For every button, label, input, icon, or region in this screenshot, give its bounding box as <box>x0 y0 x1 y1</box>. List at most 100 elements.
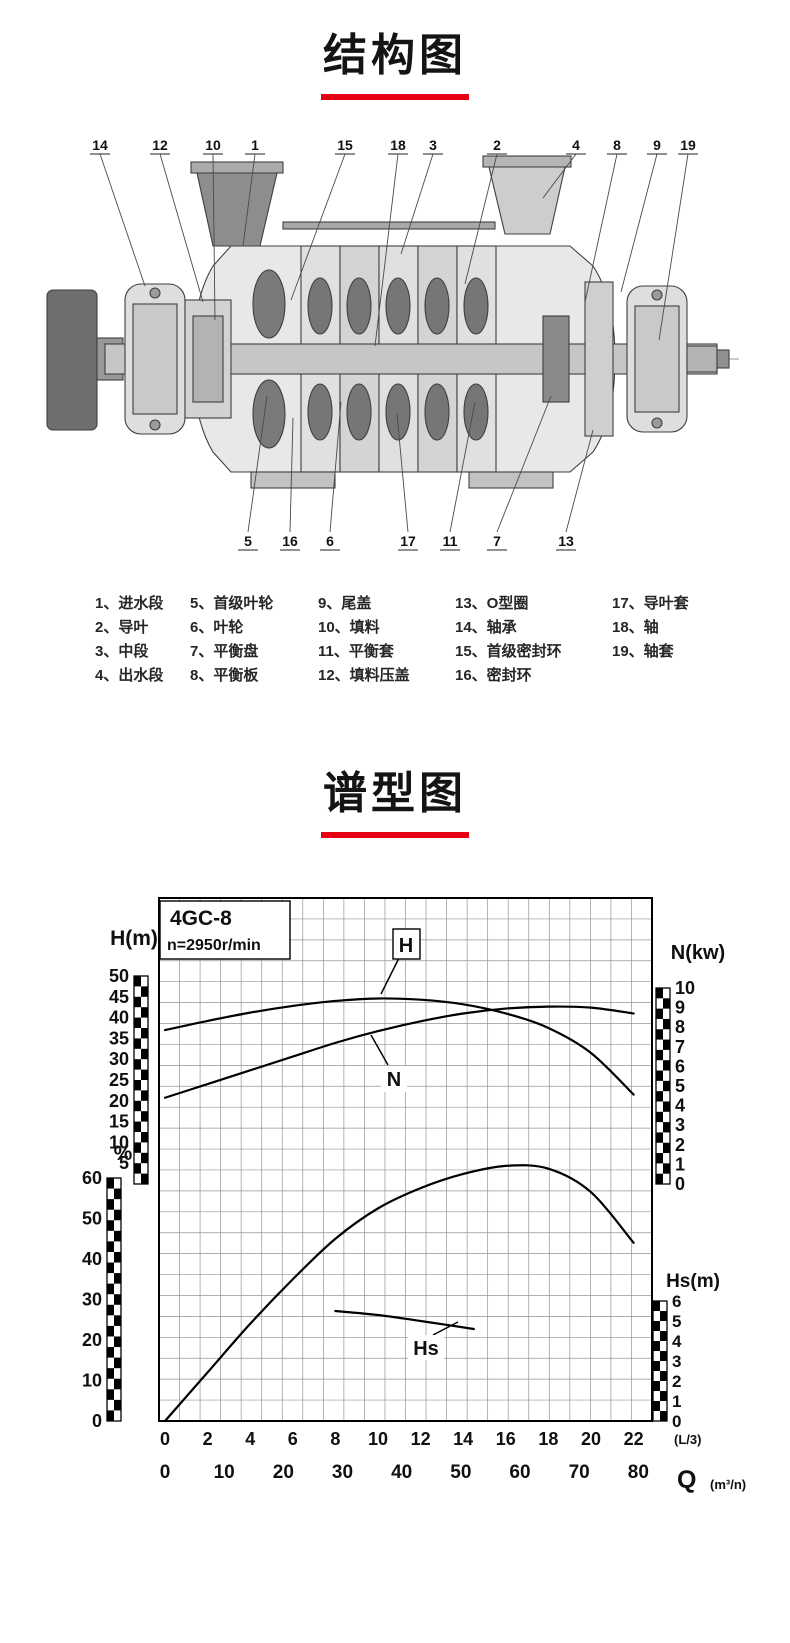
part-label: 17、导叶套 <box>612 595 689 612</box>
callout-number: 2 <box>493 137 501 153</box>
hs-tick-label: 5 <box>672 1312 681 1331</box>
first-stage-impeller <box>252 269 286 339</box>
bolt <box>149 287 161 299</box>
scale-ruler-stripe <box>653 1401 660 1411</box>
callout-leader <box>247 395 268 533</box>
callout-leader <box>212 153 216 321</box>
impeller <box>385 277 411 335</box>
n-tick-label: 1 <box>675 1154 685 1174</box>
callout-leader <box>242 153 256 247</box>
scale-ruler <box>655 987 671 1185</box>
callout-number: 4 <box>572 137 580 153</box>
x-tick-primary: 20 <box>581 1429 601 1449</box>
eta-tick-label: 30 <box>82 1290 102 1310</box>
scale-ruler-stripe <box>663 1142 670 1154</box>
n-axis-title: N(kw) <box>671 942 725 964</box>
scale-ruler-stripe <box>653 1341 660 1351</box>
impeller <box>463 383 489 441</box>
scale-ruler-stripe <box>663 1101 670 1112</box>
callout-leader <box>400 153 434 255</box>
shaft-end <box>686 345 718 373</box>
part-label: 16、密封环 <box>455 667 532 684</box>
x-unit-secondary: (m³/n) <box>710 1477 746 1492</box>
callout-leader <box>565 429 594 533</box>
h-curve-label: H <box>399 935 413 957</box>
callout-leader <box>374 153 399 347</box>
scale-ruler-stripe <box>107 1262 114 1274</box>
scale-ruler-stripe <box>134 1121 141 1132</box>
part-label: 6、叶轮 <box>190 619 244 636</box>
x-tick-secondary: 40 <box>391 1462 412 1483</box>
callout-number: 14 <box>92 137 108 153</box>
scale-ruler-stripe <box>134 1080 141 1091</box>
callout-number: 19 <box>680 137 696 153</box>
hs-tick-label: 6 <box>672 1292 681 1311</box>
callout-number: 16 <box>282 533 298 549</box>
part-label: 12、填料压盖 <box>318 667 410 684</box>
h-tick-label: 20 <box>109 1091 129 1111</box>
impeller <box>307 383 333 441</box>
scale-ruler-stripe <box>660 1351 667 1361</box>
speed-label: n=2950r/min <box>167 937 261 954</box>
x-tick-secondary: 20 <box>273 1462 294 1483</box>
scale-ruler-stripe <box>114 1209 121 1221</box>
h-tick-label: 50 <box>109 966 129 986</box>
scale-ruler-stripe <box>653 1361 660 1371</box>
scale-ruler-stripe <box>107 1241 114 1252</box>
n-curve-leader <box>370 1034 389 1066</box>
plot-border <box>158 897 653 1422</box>
scale-ruler-stripe <box>114 1315 121 1326</box>
hs-tick-label: 0 <box>672 1412 681 1431</box>
performance-curve-chart: 5045403530252015105109876543210605040302… <box>82 897 746 1494</box>
h-tick-label: 5 <box>119 1153 129 1173</box>
n-tick-label: 6 <box>675 1056 685 1076</box>
scale-ruler-stripe <box>107 1220 114 1231</box>
x-tick-secondary: 80 <box>628 1462 649 1483</box>
callout-leader <box>658 153 689 341</box>
callout-number: 6 <box>326 533 334 549</box>
scale-ruler-stripe <box>656 988 663 999</box>
scale-ruler-stripe <box>660 1311 667 1321</box>
eta-tick-label: 10 <box>82 1371 102 1391</box>
scale-ruler-stripe <box>663 1122 670 1133</box>
part-label: 14、轴承 <box>455 619 517 636</box>
part-label: 3、中段 <box>95 643 149 660</box>
scale-ruler-stripe <box>663 1039 670 1050</box>
h-tick-label: 45 <box>109 987 129 1007</box>
impeller <box>346 383 372 441</box>
part-label: 8、平衡板 <box>190 667 259 684</box>
scale-ruler-stripe <box>656 1070 663 1081</box>
h-tick-label: 35 <box>109 1028 129 1048</box>
x-tick-primary: 6 <box>288 1429 298 1449</box>
n-tick-label: 8 <box>675 1017 685 1037</box>
h-tick-label: 25 <box>109 1070 129 1090</box>
x-tick-secondary: 30 <box>332 1462 353 1483</box>
eta-tick-label: 20 <box>82 1330 102 1350</box>
n-tick-label: 7 <box>675 1037 685 1057</box>
h-tick-label: 40 <box>109 1008 129 1028</box>
callout-leader <box>329 401 342 533</box>
callout-leader <box>464 153 498 285</box>
scale-ruler-stripe <box>663 1080 670 1092</box>
left-bearing <box>132 303 178 415</box>
n-tick-label: 0 <box>675 1174 685 1194</box>
curve-section-title: 谱型图 <box>323 769 467 818</box>
callout-leader <box>449 401 476 533</box>
balance-disc <box>542 315 570 403</box>
x-tick-primary: 12 <box>411 1429 431 1449</box>
curve-title-underline <box>321 832 469 838</box>
bolt <box>149 419 161 431</box>
scale-ruler <box>106 1177 122 1422</box>
callout-leader <box>289 417 294 533</box>
hs-tick-label: 3 <box>672 1352 681 1371</box>
shaft-nut <box>716 349 730 369</box>
callout-leader <box>99 153 146 287</box>
scale-ruler-stripe <box>141 1173 148 1184</box>
scale-ruler-stripe <box>107 1347 114 1358</box>
scale-ruler-stripe <box>141 1069 148 1080</box>
part-label: 15、首级密封环 <box>455 643 562 660</box>
